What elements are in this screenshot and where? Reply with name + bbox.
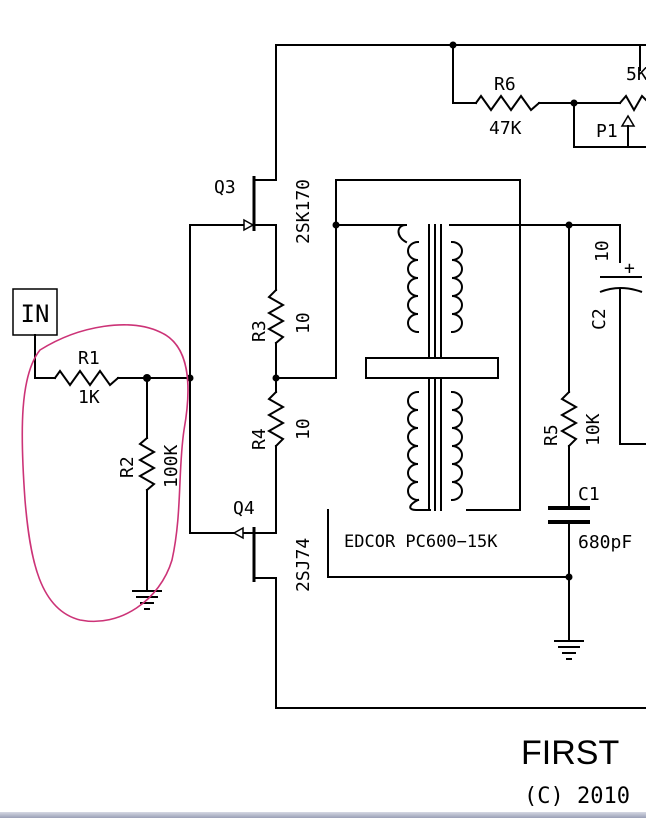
copyright-text: (C) 2010 bbox=[524, 784, 630, 809]
transformer-lead bbox=[397, 223, 408, 244]
r1-resistor bbox=[53, 369, 120, 387]
c2-value: 10 bbox=[592, 240, 613, 262]
r5-value: 10K bbox=[583, 413, 604, 446]
r1-ref: R1 bbox=[78, 348, 100, 369]
r5-resistor bbox=[559, 390, 579, 448]
title-text: FIRST bbox=[521, 734, 619, 772]
r4-ref: R4 bbox=[249, 428, 270, 450]
r6-resistor bbox=[474, 94, 541, 112]
r6-ref: R6 bbox=[494, 74, 516, 95]
p1-potentiometer bbox=[618, 94, 646, 113]
r3-value: 10 bbox=[293, 312, 314, 334]
q4-gate-arrow bbox=[232, 526, 244, 540]
q3-gate-arrow bbox=[243, 218, 255, 232]
r3-ref: R3 bbox=[249, 320, 270, 342]
transformer-bottom-wire bbox=[327, 509, 571, 578]
r4-value: 10 bbox=[293, 418, 314, 440]
q4-drain-wire bbox=[253, 577, 646, 709]
c1-ref: C1 bbox=[578, 484, 600, 505]
input-label: IN bbox=[21, 300, 50, 328]
transformer-primary-coil bbox=[407, 240, 431, 511]
c2-polarity: + bbox=[624, 258, 635, 279]
p1-wiper-arrow bbox=[620, 114, 636, 127]
input-terminal-box bbox=[12, 288, 58, 336]
r5-ref: R5 bbox=[541, 424, 562, 446]
c2-ref: C2 bbox=[589, 308, 610, 330]
r1-value: 1K bbox=[78, 387, 100, 408]
r4-resistor bbox=[266, 390, 286, 448]
q4-part: 2SJ74 bbox=[293, 538, 314, 592]
r2-value: 100K bbox=[161, 444, 182, 488]
c2-plate-bottom bbox=[599, 287, 643, 293]
input-wire bbox=[34, 334, 56, 379]
transformer-core bbox=[365, 224, 499, 511]
window-bottom-edge bbox=[0, 812, 646, 818]
q3-drain-wire bbox=[253, 44, 646, 181]
r4-bottom-wire bbox=[253, 445, 277, 534]
q3-part: 2SK170 bbox=[293, 179, 314, 244]
transformer-label: EDCOR PC600−15K bbox=[344, 532, 498, 552]
highlight-annotation-circle bbox=[21, 324, 189, 623]
r6-value: 47K bbox=[489, 118, 522, 139]
junction-dot bbox=[565, 573, 573, 581]
p1-wiper-wire bbox=[573, 102, 646, 148]
transformer-secondary-wire bbox=[335, 179, 521, 511]
p1-ref: P1 bbox=[596, 121, 618, 142]
r2-resistor bbox=[137, 436, 157, 492]
c1-value: 680pF bbox=[578, 532, 632, 553]
output-wire bbox=[519, 224, 621, 263]
ground-symbol bbox=[554, 640, 584, 660]
midpoint-wire bbox=[275, 224, 337, 379]
r2-ref: R2 bbox=[117, 456, 138, 478]
r3-resistor bbox=[266, 288, 286, 345]
q3-source-wire bbox=[253, 224, 277, 291]
p1-value: 5K bbox=[626, 64, 646, 85]
q4-ref: Q4 bbox=[233, 498, 255, 519]
q3-ref: Q3 bbox=[214, 177, 236, 198]
r6-left-wire bbox=[452, 44, 477, 104]
c2-bottom-wire bbox=[619, 289, 646, 445]
transformer-secondary-coil bbox=[449, 224, 521, 502]
